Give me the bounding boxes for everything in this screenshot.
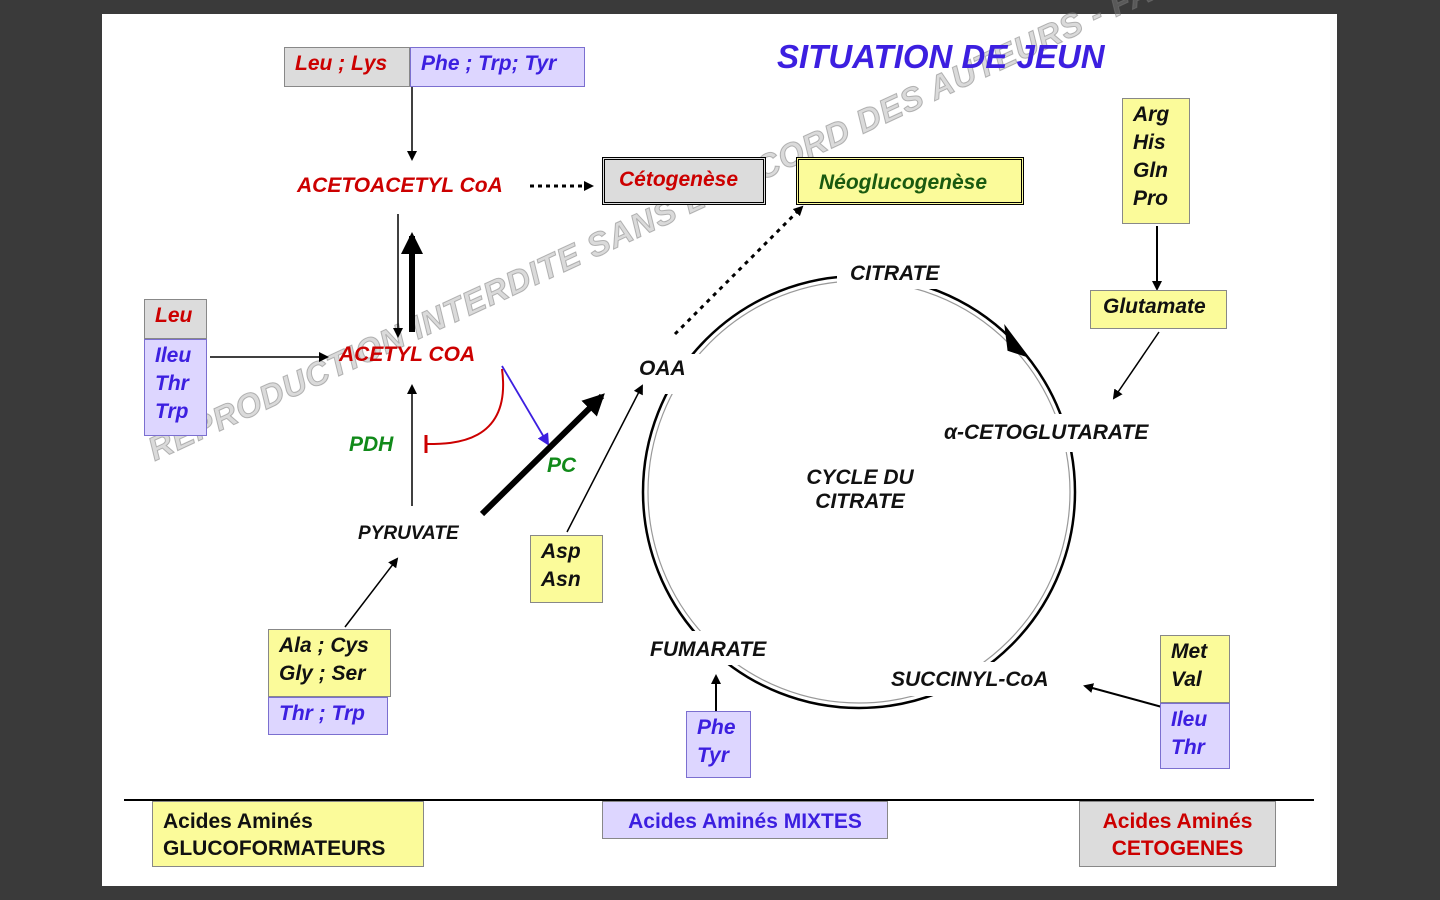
cetogenese-box: Cétogenèse xyxy=(602,157,766,205)
arrow-oaa-neoglucogenese xyxy=(673,205,804,336)
pyruvate: PYRUVATE xyxy=(358,523,459,544)
trp-text: Trp xyxy=(155,400,189,423)
box-leu: Leu xyxy=(144,299,207,339)
arrow-met-succinyl xyxy=(1083,683,1163,708)
asn-text: Asn xyxy=(541,568,581,591)
arrow-pyruvate-oaa xyxy=(479,393,605,517)
arg-text: Arg xyxy=(1133,103,1170,126)
box-ala-cys-gly-ser: Ala ; Cys Gly ; Ser xyxy=(268,629,391,697)
legend-cetogenes: Acides Aminés CETOGENES xyxy=(1079,801,1276,867)
cetogenese-label: Cétogenèse xyxy=(619,168,739,191)
cycle-title-line1: CYCLE DU xyxy=(806,466,914,489)
legend-gluco-line1: Acides Aminés xyxy=(163,810,313,833)
his-text: His xyxy=(1133,131,1166,154)
thr-text: Thr xyxy=(155,372,189,395)
arrow-ala-pyruvate xyxy=(344,557,399,628)
box-ileu-thr-trp: Ileu Thr Trp xyxy=(144,339,207,436)
fumarate: FUMARATE xyxy=(650,638,767,661)
phe-text: Phe xyxy=(697,716,736,739)
pdh-label: PDH xyxy=(349,433,394,456)
box-phe-tyr: Phe Tyr xyxy=(686,711,751,778)
arrow-glutamate-alphaketo xyxy=(1112,331,1160,400)
box-leu-lys: Leu ; Lys xyxy=(284,47,410,87)
gly-ser-text: Gly ; Ser xyxy=(279,662,366,685)
thr2-text: Thr xyxy=(1171,736,1205,759)
acetoacetyl-coa: ACETOACETYL CoA xyxy=(297,174,503,197)
box-met-val: Met Val xyxy=(1160,635,1230,703)
ileu-text: Ileu xyxy=(155,344,192,367)
alpha-cetoglutarate: α-CETOGLUTARATE xyxy=(944,421,1149,444)
legend-glucoformateurs: Acides Aminés GLUCOFORMATEURS xyxy=(152,801,424,867)
neoglucogenese-label: Néoglucogenèse xyxy=(819,171,988,194)
pdh-inhibition xyxy=(426,368,505,445)
legend-ceto-line1: Acides Aminés xyxy=(1102,810,1253,833)
slide: REPRODUCTION INTERDITE SANS L'ACCORD DES… xyxy=(102,0,1440,886)
legend-mixtes: Acides Aminés MIXTES xyxy=(602,801,888,839)
gln-text: Gln xyxy=(1133,159,1168,182)
arrow-acetyl-pc xyxy=(501,365,550,446)
box-phe-trp-tyr: Phe ; Trp; Tyr xyxy=(410,47,585,87)
box-thr-trp: Thr ; Trp xyxy=(268,697,388,735)
cycle-title-line2: CITRATE xyxy=(815,490,905,513)
arrows-layer xyxy=(124,87,1314,801)
citrate: CITRATE xyxy=(850,262,940,285)
page-title: SITUATION DE JEUN xyxy=(777,38,1105,75)
val-text: Val xyxy=(1171,668,1202,691)
box-asp-asn: Asp Asn xyxy=(530,535,603,603)
met-text: Met xyxy=(1171,640,1208,663)
pc-label: PC xyxy=(547,454,577,477)
cycle-direction-arrowhead xyxy=(1004,324,1030,358)
legend-ceto-line2: CETOGENES xyxy=(1111,837,1244,860)
box-arg-his-gln-pro: Arg His Gln Pro xyxy=(1122,98,1190,224)
legend-gluco-line2: GLUCOFORMATEURS xyxy=(163,837,386,860)
ala-cys-text: Ala ; Cys xyxy=(279,634,369,657)
neoglucogenese-box: Néoglucogenèse xyxy=(796,157,1024,205)
ileu2-text: Ileu xyxy=(1171,708,1208,731)
cycle-title: CYCLE DU CITRATE xyxy=(800,466,920,514)
box-ileu-thr-met: Ileu Thr xyxy=(1160,703,1230,769)
acetyl-coa: ACETYL COA xyxy=(339,343,476,366)
succinyl-coa: SUCCINYL-CoA xyxy=(891,668,1049,691)
arrow-asp-oaa xyxy=(566,384,643,533)
glutamate-box: Glutamate xyxy=(1090,290,1227,329)
tyr-text: Tyr xyxy=(697,744,729,767)
pro-text: Pro xyxy=(1133,187,1169,210)
asp-text: Asp xyxy=(541,540,581,563)
oaa: OAA xyxy=(639,357,686,380)
